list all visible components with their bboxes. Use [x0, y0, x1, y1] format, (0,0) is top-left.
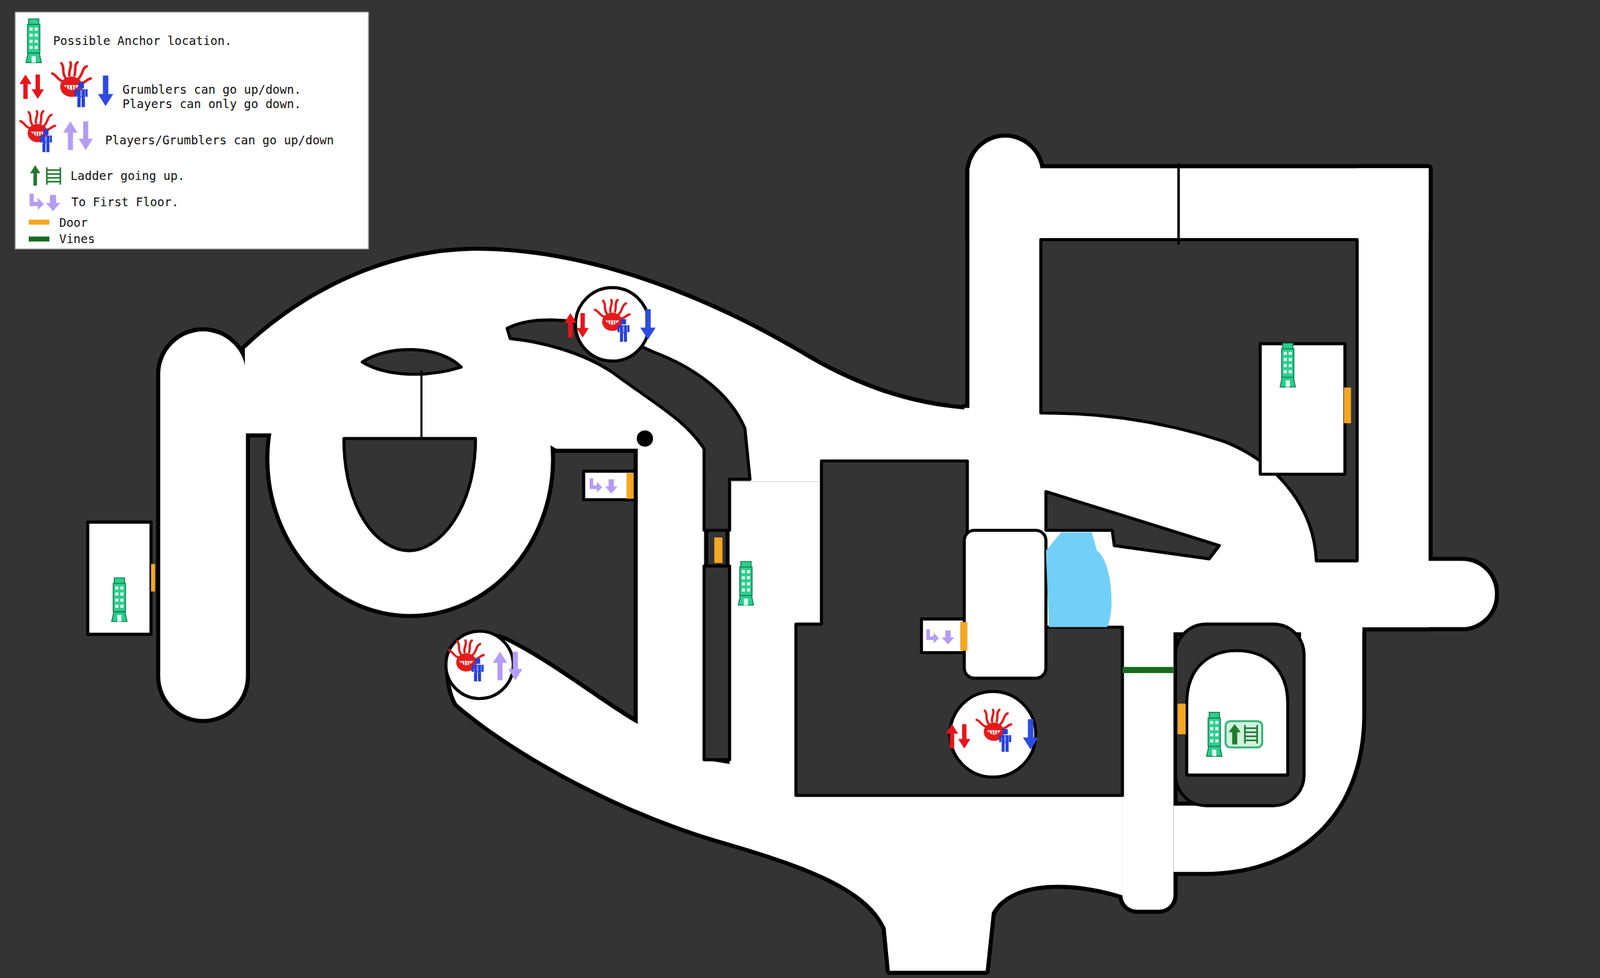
wall-block [1040, 239, 1357, 561]
legend-item: Door [59, 215, 89, 230]
corridor [729, 611, 796, 785]
corridor [160, 331, 246, 719]
legend-item: Grumblers can go up/down. Players can on… [122, 82, 310, 112]
map-icons [589, 478, 602, 493]
map-icons [1280, 343, 1295, 387]
room [921, 619, 967, 654]
corridor-outline [1173, 611, 1363, 872]
legend-swatch [28, 236, 50, 242]
map-icons [998, 729, 1012, 752]
legend-icons [45, 195, 60, 212]
room [1186, 650, 1289, 775]
legend-icons [19, 18, 114, 212]
legend-item: Vines [59, 231, 95, 247]
legend-item: Possible Anchor location. [53, 33, 232, 49]
room [1260, 343, 1345, 475]
map-icons [945, 724, 959, 749]
legend-icons [46, 167, 61, 185]
water [1045, 532, 1112, 628]
map-icons [576, 313, 589, 338]
map-icons [564, 313, 577, 338]
wall-block [343, 239, 1357, 806]
map-icons [640, 308, 655, 340]
legend-text: Possible Anchor location. [53, 33, 232, 49]
wall-block [1175, 624, 1305, 806]
door [151, 387, 1352, 735]
map-icons [926, 629, 939, 644]
legend-icons [40, 129, 53, 152]
map-icons [958, 724, 971, 749]
corridor [1173, 611, 1363, 872]
wall-line [420, 370, 423, 439]
room [87, 287, 1345, 777]
corridor [160, 137, 1495, 971]
legend-icons [30, 165, 40, 186]
corridor-outline [160, 331, 246, 719]
wall-block [343, 438, 476, 552]
wall-block [704, 566, 730, 760]
room [964, 530, 1047, 679]
door [960, 621, 967, 651]
legend-item: Ladder going up. [70, 168, 185, 183]
legend-item: To First Floor. [71, 195, 179, 210]
room [575, 287, 650, 361]
corridor-outline [160, 137, 1495, 971]
corridor-outline [729, 611, 796, 785]
map-icons [1023, 718, 1039, 750]
legend-icons [19, 74, 32, 99]
legend-icons [74, 82, 88, 107]
legend-icons [78, 121, 94, 150]
corridor [448, 448, 1123, 972]
corridor [1122, 611, 1174, 910]
legend-icons [31, 74, 45, 99]
wall-blob [636, 430, 654, 447]
map-icons [111, 577, 127, 622]
legend-icons [51, 62, 91, 97]
map-icons [1225, 721, 1263, 748]
legend-icons [98, 75, 114, 107]
map-icons [1206, 712, 1222, 757]
door [1177, 703, 1186, 735]
map-icons [471, 658, 484, 682]
door [1343, 387, 1351, 424]
vines [1122, 666, 1174, 674]
legend-icons [26, 18, 42, 63]
legend-icons [29, 193, 44, 210]
corridor-outline [729, 481, 822, 624]
legend-text: Vines [59, 231, 95, 247]
legend-panel [15, 12, 369, 250]
map-icons [605, 479, 618, 494]
legend-text: Ladder going up. [70, 168, 185, 183]
room [87, 522, 151, 635]
door [151, 563, 156, 592]
room [445, 631, 514, 699]
corridor [1356, 168, 1429, 627]
legend-text: Grumblers can go up/down. Players can on… [122, 82, 310, 112]
map-icons [111, 300, 1296, 757]
map-icons [738, 561, 754, 605]
map-icons [617, 319, 630, 342]
legend-swatch [28, 220, 50, 225]
room [583, 471, 635, 500]
door [714, 537, 723, 564]
corridor [729, 481, 822, 624]
corridor-outline [1356, 168, 1429, 627]
legend-icons [63, 121, 78, 150]
map-icons [941, 630, 955, 645]
corridor-outline [1122, 611, 1174, 910]
legend-text: Players/Grumblers can go up/down [105, 132, 334, 147]
map-icons [493, 651, 508, 681]
map-icons [508, 651, 523, 681]
room [950, 691, 1036, 777]
door [626, 473, 634, 499]
legend-text: To First Floor. [71, 195, 179, 210]
wall-block [362, 349, 462, 374]
legend-item: Players/Grumblers can go up/down [105, 132, 334, 147]
wall-line [1177, 163, 1180, 245]
legend-text: Door [59, 215, 89, 230]
